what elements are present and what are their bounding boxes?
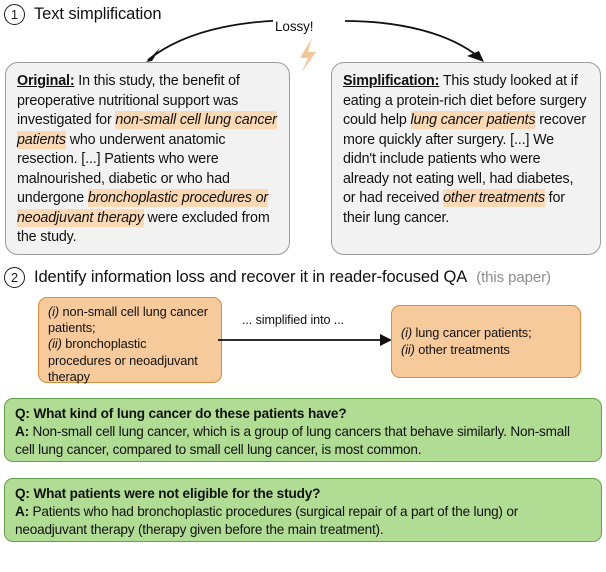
- step-1-title: Text simplification: [34, 5, 162, 23]
- lossy-label: Lossy!: [273, 19, 316, 34]
- simplification-highlight-1: lung cancer patients: [410, 111, 536, 129]
- qa-answer-line: A: Patients who had bronchoplastic proce…: [15, 503, 591, 540]
- simplification-text-3: for their lung cancer.: [343, 190, 565, 226]
- simplified-item-1: (i) lung cancer patients;: [401, 325, 532, 341]
- qa-answer-text: Patients who had bronchoplastic procedur…: [15, 504, 519, 538]
- original-label: Original:: [17, 73, 75, 89]
- qa-answer-prefix: A:: [15, 504, 29, 519]
- loss-item-1: (i) non-small cell lung cancer patients;: [48, 304, 212, 336]
- loss-marker-1: (i): [48, 304, 60, 319]
- simplified-items: (i) lung cancer patients; (ii) other tre…: [401, 325, 532, 357]
- simplified-content-box: (i) lung cancer patients; (ii) other tre…: [391, 305, 581, 378]
- qa-question-prefix: Q:: [15, 486, 30, 501]
- original-text-paragraph: Original: In this study, the benefit of …: [17, 72, 278, 248]
- simplified-marker-2: (ii): [401, 341, 415, 357]
- lightning-bolt-icon: [300, 38, 316, 72]
- qa-question-text: What kind of lung cancer do these patien…: [29, 406, 347, 421]
- arrow-label: ... simplified into ...: [242, 313, 344, 327]
- information-loss-box: (i) non-small cell lung cancer patients;…: [38, 297, 222, 385]
- simplification-label: Simplification:: [343, 73, 440, 89]
- simplification-text-1: This study looked at if eating a protein…: [343, 73, 587, 128]
- simplified-text-2: other treatments: [414, 341, 510, 357]
- simplification-text-2: recover more quickly after surgery. [...…: [343, 112, 586, 206]
- step-2-note: (this paper): [476, 269, 551, 286]
- qa-box: Q: What kind of lung cancer do these pat…: [4, 398, 602, 462]
- simplified-marker-1: (i): [401, 325, 413, 341]
- simplification-text-panel: Simplification: This study looked at if …: [331, 62, 601, 255]
- qa-question-prefix: Q:: [15, 406, 30, 421]
- loss-text-1: non-small cell lung cancer patients;: [48, 304, 208, 336]
- step-1-number-badge: 1: [4, 4, 25, 25]
- qa-question-text: What patients were not eligible for the …: [29, 486, 321, 501]
- simplified-text-1: lung cancer patients;: [412, 325, 532, 341]
- original-text-panel: Original: In this study, the benefit of …: [5, 62, 290, 255]
- qa-answer-text: Non-small cell lung cancer, which is a g…: [15, 424, 570, 458]
- qa-box: Q: What patients were not eligible for t…: [4, 478, 602, 542]
- qa-answer-prefix: A:: [15, 424, 29, 439]
- simplification-text-paragraph: Simplification: This study looked at if …: [343, 72, 589, 228]
- loss-item-2: (ii) bronchoplastic procedures or neoadj…: [48, 336, 212, 385]
- loss-marker-2: (ii): [48, 336, 62, 352]
- original-text-2: who underwent anatomic resection. [...] …: [17, 131, 230, 207]
- original-text-1: In this study, the benefit of preoperati…: [17, 73, 240, 128]
- step-1-header: 1 Text simplification: [4, 4, 162, 25]
- simplification-highlight-2: other treatments: [443, 189, 545, 207]
- qa-answer-line: A: Non-small cell lung cancer, which is …: [15, 423, 591, 460]
- qa-question-line: Q: What patients were not eligible for t…: [15, 485, 591, 503]
- step-2-title: Identify information loss and recover it…: [34, 268, 468, 286]
- step-2-number-badge: 2: [4, 267, 25, 288]
- simplified-item-2: (ii) other treatments: [401, 342, 532, 358]
- original-text-3: were excluded from the study.: [17, 209, 270, 246]
- qa-question-line: Q: What kind of lung cancer do these pat…: [15, 405, 591, 423]
- loss-text-2: bronchoplastic procedures or neoadjuvant…: [48, 336, 198, 384]
- step-2-header: 2 Identify information loss and recover …: [4, 267, 551, 288]
